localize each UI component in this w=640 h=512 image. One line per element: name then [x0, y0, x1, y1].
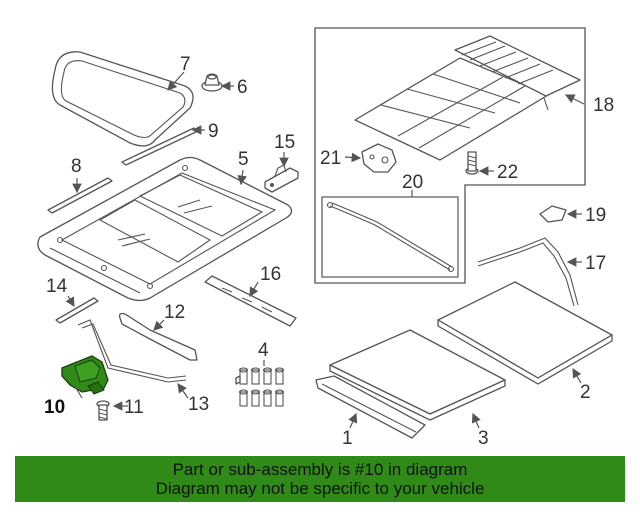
disclaimer-banner: Part or sub-assembly is #10 in diagram D…	[15, 456, 625, 502]
exploded-parts-diagram: 7 6 9 8 5 15 18 21 22 20 19 17 14 16 12 …	[37, 27, 614, 449]
part-6-nut	[201, 73, 223, 92]
callout-6: 6	[237, 77, 248, 98]
part-2-panel	[437, 281, 613, 385]
part-7-glass-panel	[51, 51, 194, 147]
part-4-bolt-set	[235, 367, 285, 407]
part-12-cable	[118, 312, 198, 361]
part-1-deflector	[315, 375, 426, 439]
callout-8: 8	[71, 156, 82, 177]
callout-17: 17	[585, 253, 606, 274]
part-17-drain-hose	[477, 237, 579, 307]
part-13-tube	[77, 319, 187, 383]
callout-14: 14	[46, 276, 68, 297]
callout-22: 22	[497, 162, 518, 183]
part-3-panel	[329, 329, 506, 421]
callout-7: 7	[180, 54, 191, 75]
callout-20: 20	[402, 172, 423, 193]
callout-10: 10	[44, 397, 65, 418]
callout-12: 12	[164, 302, 185, 323]
part-10-motor	[61, 355, 109, 395]
part-21-shade-motor	[361, 143, 397, 173]
part-11-screw	[96, 400, 110, 421]
part-16-rail	[204, 275, 297, 327]
leader-lines	[65, 71, 585, 429]
callout-13: 13	[188, 394, 209, 415]
callout-2: 2	[580, 382, 591, 403]
part-19-cap	[539, 205, 567, 223]
callout-9: 9	[208, 121, 219, 142]
shade-assembly-box	[314, 27, 586, 284]
part-5-sunroof-frame	[37, 156, 293, 302]
callout-21: 21	[320, 148, 341, 169]
part-22-bolt	[465, 151, 479, 175]
callout-1: 1	[342, 428, 353, 449]
disclaimer-line-1: Part or sub-assembly is #10 in diagram	[172, 460, 468, 479]
callout-labels: 7 6 9 8 5 15 18 21 22 20 19 17 14 16 12 …	[44, 54, 614, 449]
callout-11: 11	[124, 397, 144, 418]
part-14-strip	[55, 297, 99, 324]
callout-19: 19	[585, 205, 606, 226]
part-15-bracket	[264, 164, 299, 193]
callout-3: 3	[478, 428, 489, 449]
callout-5: 5	[238, 149, 249, 170]
part-18-sunshade	[354, 35, 581, 161]
part-20-cable	[326, 201, 455, 273]
disclaimer-line-2: Diagram may not be specific to your vehi…	[155, 479, 485, 498]
callout-4: 4	[258, 340, 269, 361]
callout-15: 15	[274, 132, 295, 153]
callout-18: 18	[593, 95, 614, 116]
callout-16: 16	[260, 264, 281, 285]
part-8-strip	[47, 177, 113, 214]
